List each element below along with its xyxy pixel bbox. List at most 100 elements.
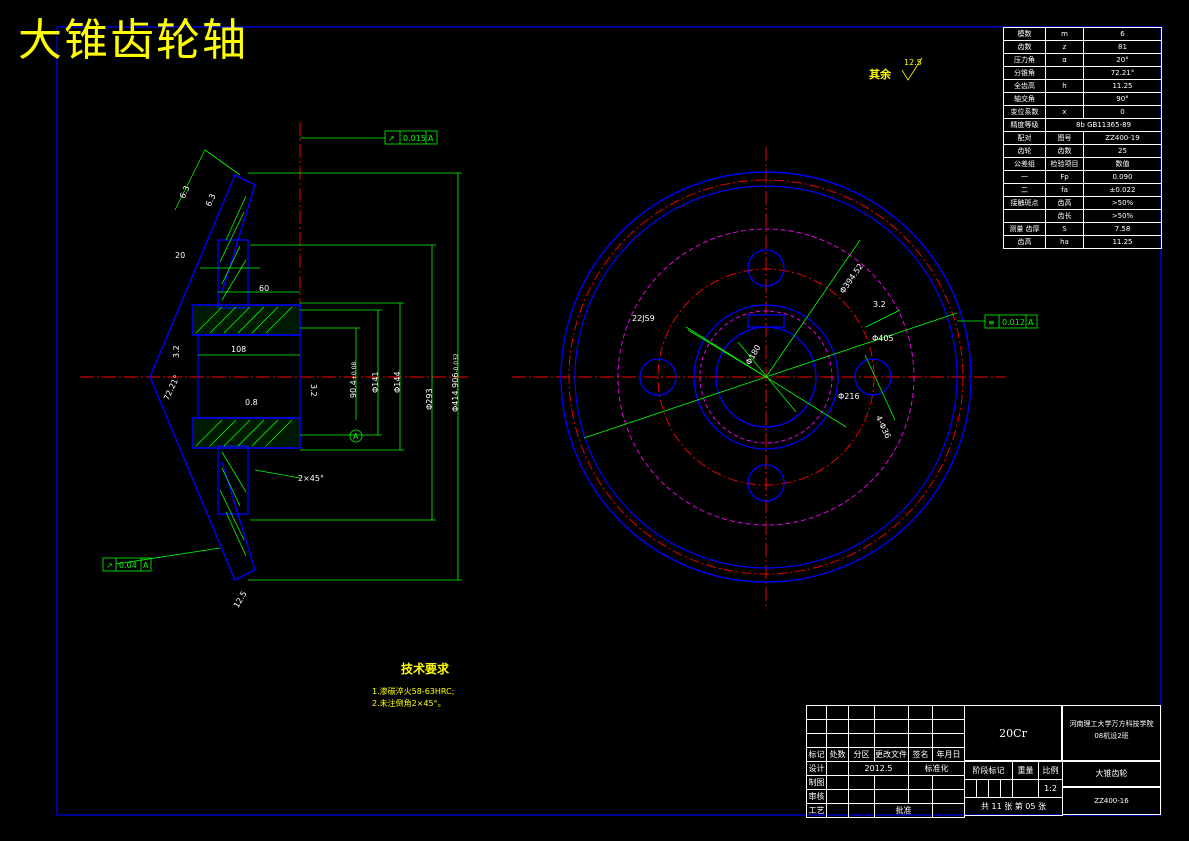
symmetry-symbol: ≡	[988, 318, 995, 327]
section-view	[80, 122, 470, 581]
tb-stage-label: 阶段标记	[964, 761, 1013, 780]
symmetry-datum: A	[1028, 318, 1034, 327]
tb-header-cell: 更改文件号	[874, 747, 909, 762]
param-cell: 72.21°	[1083, 66, 1162, 80]
param-cell: 模数	[1003, 27, 1046, 41]
param-row: 公差组检验项目数值	[1003, 157, 1162, 171]
roughness-rest-icon	[901, 57, 923, 81]
tb-process-label: 工艺	[806, 803, 827, 818]
param-cell: 全齿高	[1003, 79, 1046, 93]
tb-part-name: 大锥齿轮	[1062, 761, 1161, 787]
param-cell: 检验项目	[1045, 157, 1084, 171]
tb-scale-label: 比例	[1038, 761, 1063, 780]
dim-chamfer: 2×45°	[298, 474, 324, 483]
param-cell: 分锥角	[1003, 66, 1046, 80]
param-cell: 精度等级	[1003, 118, 1046, 132]
param-cell: fa	[1045, 183, 1084, 197]
dim-d144: Φ144	[393, 371, 402, 393]
runout-top-symbol: ↗	[388, 134, 395, 143]
param-cell: 11.25	[1083, 235, 1162, 249]
runout-bottom-value: 0.04	[119, 561, 137, 570]
dim-len60: 60	[259, 284, 270, 293]
tb-header-cell: 签名	[908, 747, 933, 762]
outer-frame	[56, 26, 1162, 816]
tb-drawing-no: ZZ400-16	[1062, 787, 1161, 815]
tech-item-2: 2.未注倒角2×45°。	[372, 699, 446, 708]
param-cell: 0.090	[1083, 170, 1162, 184]
tb-header-cell: 处数	[826, 747, 849, 762]
param-cell: 图号	[1045, 131, 1084, 145]
tb-approve-label: 批准	[874, 803, 933, 818]
param-cell: 0	[1083, 105, 1162, 119]
param-cell: 二	[1003, 183, 1046, 197]
param-cell: 齿长	[1045, 209, 1084, 223]
page-title: 大锥齿轮轴	[18, 15, 248, 66]
param-cell: 90°	[1083, 92, 1162, 106]
dim-outer-diameter: Φ414.906-0.032	[451, 353, 460, 412]
tb-material: 20Cr	[964, 705, 1062, 761]
dim-rough08: 0.8	[245, 398, 258, 407]
param-cell: α	[1045, 53, 1084, 67]
param-cell: ZZ400-19	[1083, 131, 1162, 145]
dim-d405: Φ405	[872, 334, 894, 343]
param-cell: 公差组	[1003, 157, 1046, 171]
dim-d216: Φ216	[838, 392, 860, 401]
param-cell: 一	[1003, 170, 1046, 184]
param-cell: 6	[1083, 27, 1162, 41]
dim-key: 22JS9	[632, 314, 655, 323]
runout-bottom-datum: A	[143, 561, 149, 570]
tech-item-1: 1.渗碳淬火58-63HRC;	[372, 687, 455, 696]
dim-d904: 90.4+0.08	[349, 361, 358, 398]
dim-d141: Φ141	[371, 371, 380, 393]
tb-sheets: 共 11 张 第 05 张	[964, 797, 1063, 816]
param-cell	[1045, 66, 1084, 80]
param-cell: 20°	[1083, 53, 1162, 67]
param-row: 分锥角 72.21°	[1003, 66, 1162, 80]
param-cell: 齿轮	[1003, 144, 1046, 158]
front-view	[512, 147, 1038, 610]
param-cell: 压力角	[1003, 53, 1046, 67]
roughness-rest-value: 12.5	[904, 58, 922, 67]
param-cell: 测量 齿厚	[1003, 222, 1046, 236]
tb-weight-label: 重量	[1012, 761, 1039, 780]
dim-d293: Φ293	[425, 388, 434, 410]
param-cell	[1003, 209, 1046, 223]
param-cell: 轴交角	[1003, 92, 1046, 106]
dim-len20: 20	[175, 251, 186, 260]
param-cell: ±0.022	[1083, 183, 1162, 197]
param-cell: h	[1045, 79, 1084, 93]
runout-top-value: 0.015	[403, 134, 426, 143]
dim-rough32a: 3.2	[172, 345, 181, 358]
param-cell: 25	[1083, 144, 1162, 158]
param-cell: >50%	[1083, 196, 1162, 210]
param-cell: 7.58	[1083, 222, 1162, 236]
tb-header-cell: 年月日	[932, 747, 965, 762]
param-cell: z	[1045, 40, 1084, 54]
runout-top-datum: A	[428, 134, 434, 143]
tb-header-cell: 标记	[806, 747, 827, 762]
datum-a: A	[353, 432, 359, 441]
param-cell: >50%	[1083, 209, 1162, 223]
param-cell: 11.25	[1083, 79, 1162, 93]
param-cell: 接触斑点	[1003, 196, 1046, 210]
param-cell: 齿高	[1003, 235, 1046, 249]
param-cell: S	[1045, 222, 1084, 236]
param-cell: 81	[1083, 40, 1162, 54]
param-cell	[1045, 92, 1084, 106]
param-cell: 8b GB11365-89	[1045, 118, 1162, 132]
tb-draw-label: 制图	[806, 775, 827, 790]
tb-standard-label: 标准化	[908, 761, 965, 776]
title-block-mid: 阶段标记重量比例 1:2 共 11 张 第 05 张	[964, 761, 1063, 816]
